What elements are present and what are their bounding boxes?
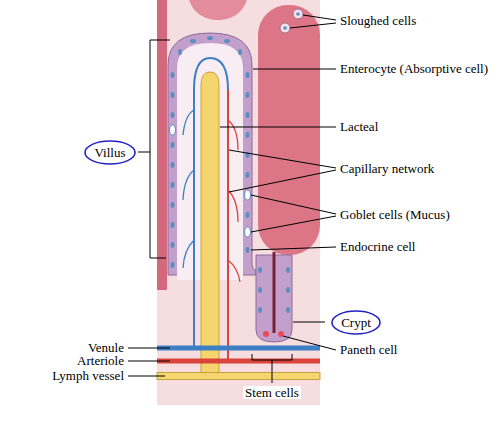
capillary: [194, 58, 228, 348]
goblet-cell: [245, 190, 251, 200]
leader-line: [290, 23, 336, 28]
nucleus: [171, 112, 175, 118]
nucleus: [246, 212, 250, 218]
nucleus: [286, 307, 290, 313]
background-villus: [157, 0, 167, 290]
leader-line: [251, 216, 336, 232]
background-villus: [188, 0, 248, 20]
nucleus: [171, 242, 175, 248]
nucleus: [207, 36, 213, 40]
nucleus: [246, 172, 250, 178]
leader-line: [229, 170, 336, 192]
villus-bracket: [138, 40, 170, 258]
part-label: Venule: [88, 341, 124, 354]
nucleus: [258, 267, 262, 273]
leader-line: [303, 15, 336, 20]
goblet-cell: [170, 125, 176, 135]
nucleus: [246, 247, 250, 253]
nucleus: [190, 39, 196, 43]
leader-line: [251, 247, 336, 250]
nucleus: [171, 182, 175, 188]
nucleus: [224, 39, 230, 43]
part-label: Lymph vessel: [52, 369, 124, 382]
nucleus: [171, 72, 175, 78]
nucleus: [171, 162, 175, 168]
leader-line: [220, 127, 336, 128]
nucleus: [246, 112, 250, 118]
leader-line: [128, 376, 165, 377]
nucleus: [171, 202, 175, 208]
part-label: Stem cells: [243, 386, 301, 399]
nucleus: [238, 49, 242, 55]
nucleus: [286, 267, 290, 273]
villus-oval: Villus: [84, 140, 136, 165]
structure-name: Villus: [94, 146, 125, 159]
capillary: [228, 120, 240, 282]
oval-outline: [85, 141, 135, 164]
nucleus: [286, 287, 290, 293]
part-label: Endocrine cell: [340, 240, 415, 253]
lymph-vessel: [157, 373, 320, 380]
leader-line: [251, 195, 336, 214]
nucleus: [246, 72, 250, 78]
leader-line: [128, 361, 170, 362]
crypt-lumen: [273, 252, 276, 333]
paneth-cell: [263, 331, 269, 337]
venule: [157, 346, 320, 351]
part-label: Goblet cells (Mucus): [340, 208, 450, 221]
nucleus: [296, 12, 300, 16]
nucleus: [171, 142, 175, 148]
part-label: Enterocyte (Absorptive cell): [340, 62, 488, 75]
background-villus: [258, 5, 320, 255]
lacteal: [201, 72, 219, 376]
nucleus: [258, 287, 262, 293]
leader-lines: [128, 15, 336, 383]
part-label: Sloughed cells: [340, 14, 416, 27]
part-label: Capillary network: [340, 162, 434, 175]
nucleus: [171, 92, 175, 98]
nucleus: [171, 222, 175, 228]
nucleus: [171, 262, 175, 268]
sloughed-cell: [293, 9, 303, 19]
capillary: [227, 90, 229, 361]
part-label: Paneth cell: [340, 343, 397, 356]
leader-line: [253, 69, 336, 70]
nucleus: [258, 307, 262, 313]
goblet-cell: [245, 227, 251, 237]
leader-line: [229, 150, 336, 168]
structure-name: Crypt: [341, 316, 371, 329]
arteriole: [157, 359, 320, 364]
nucleus: [246, 92, 250, 98]
leader-line: [128, 348, 170, 349]
capillary: [183, 110, 194, 268]
nucleus: [246, 132, 250, 138]
leader-line: [293, 322, 325, 323]
sloughed-cell: [280, 23, 290, 33]
part-label: Lacteal: [340, 120, 378, 133]
nuclei: [171, 36, 291, 313]
stem-cells-bracket: [252, 354, 292, 383]
part-label: Arteriole: [77, 354, 124, 367]
nucleus: [283, 26, 287, 30]
oval-outline: [332, 311, 380, 334]
nucleus: [178, 49, 182, 55]
crypt-oval: Crypt: [331, 310, 381, 335]
tissue-ground: [157, 0, 320, 405]
leader-line: [283, 336, 336, 350]
